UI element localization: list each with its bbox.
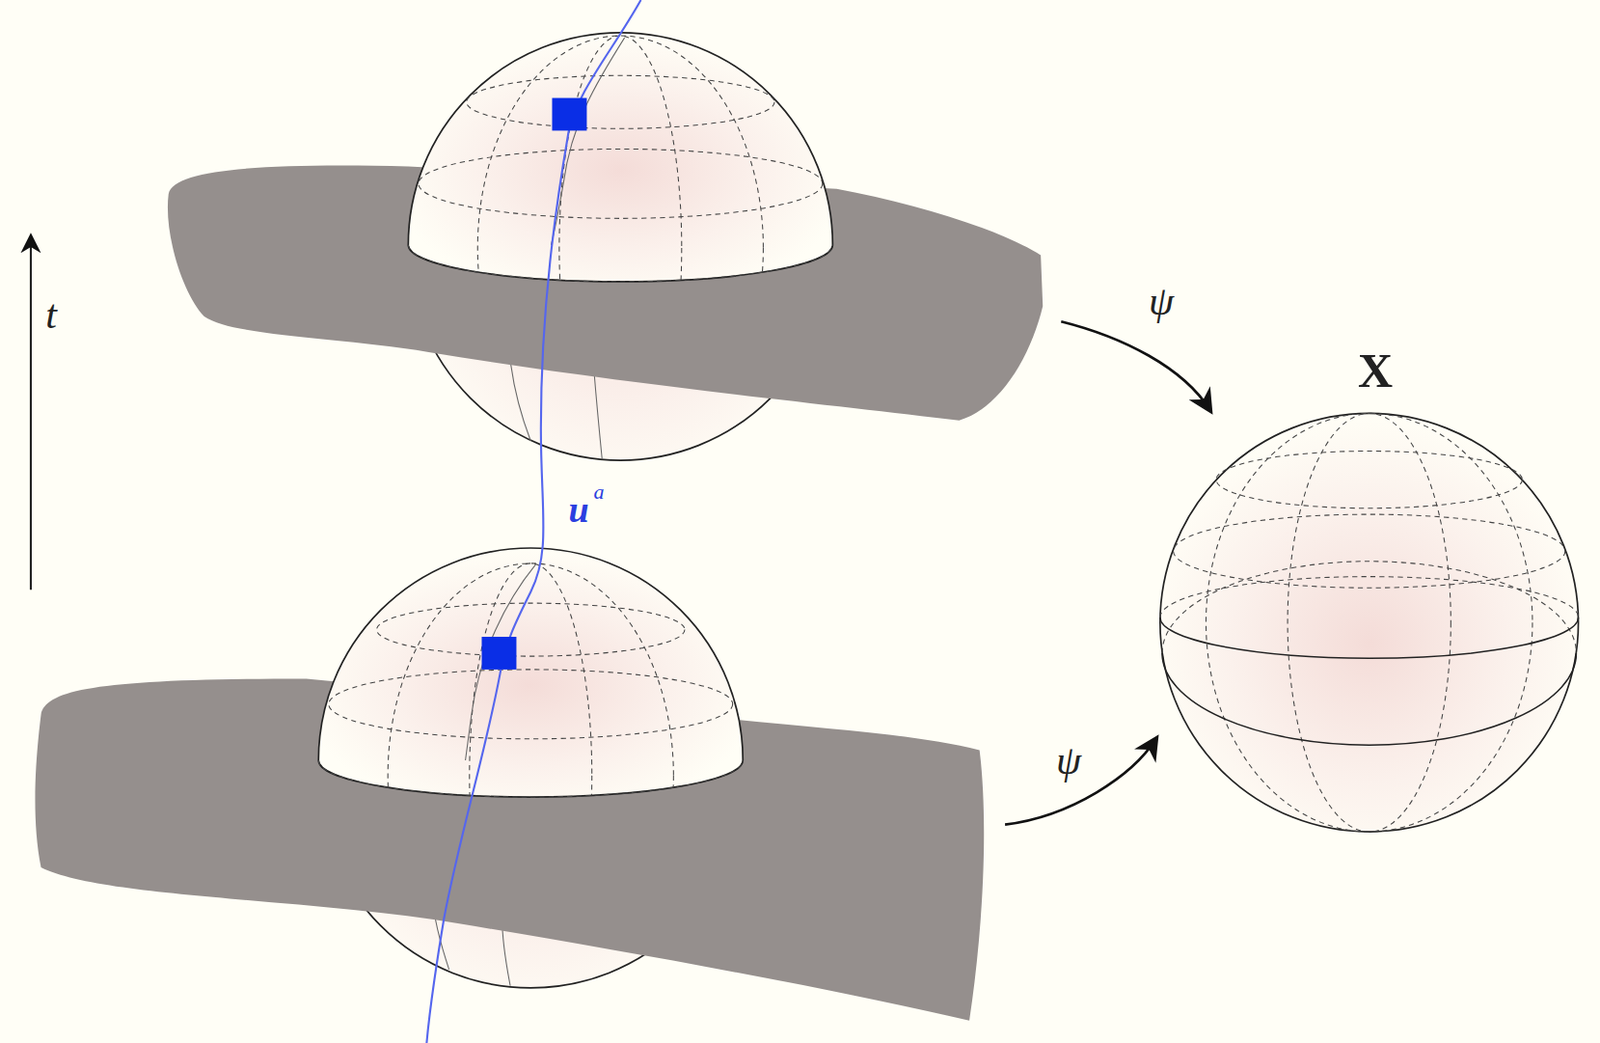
vector-index: a bbox=[594, 481, 605, 503]
map-label: ψ bbox=[1056, 739, 1082, 781]
axis-label: t bbox=[45, 294, 57, 335]
space-label: X bbox=[1357, 346, 1393, 395]
map-label: ψ bbox=[1148, 280, 1174, 322]
time-axis bbox=[29, 236, 31, 590]
vector-label: u bbox=[568, 490, 589, 528]
worldline bbox=[426, 0, 641, 1043]
map-arrow bbox=[1004, 321, 1211, 824]
lower-sphere-cap bbox=[318, 547, 743, 988]
target-sphere bbox=[1160, 412, 1579, 832]
upper-sphere-cap bbox=[407, 32, 833, 461]
